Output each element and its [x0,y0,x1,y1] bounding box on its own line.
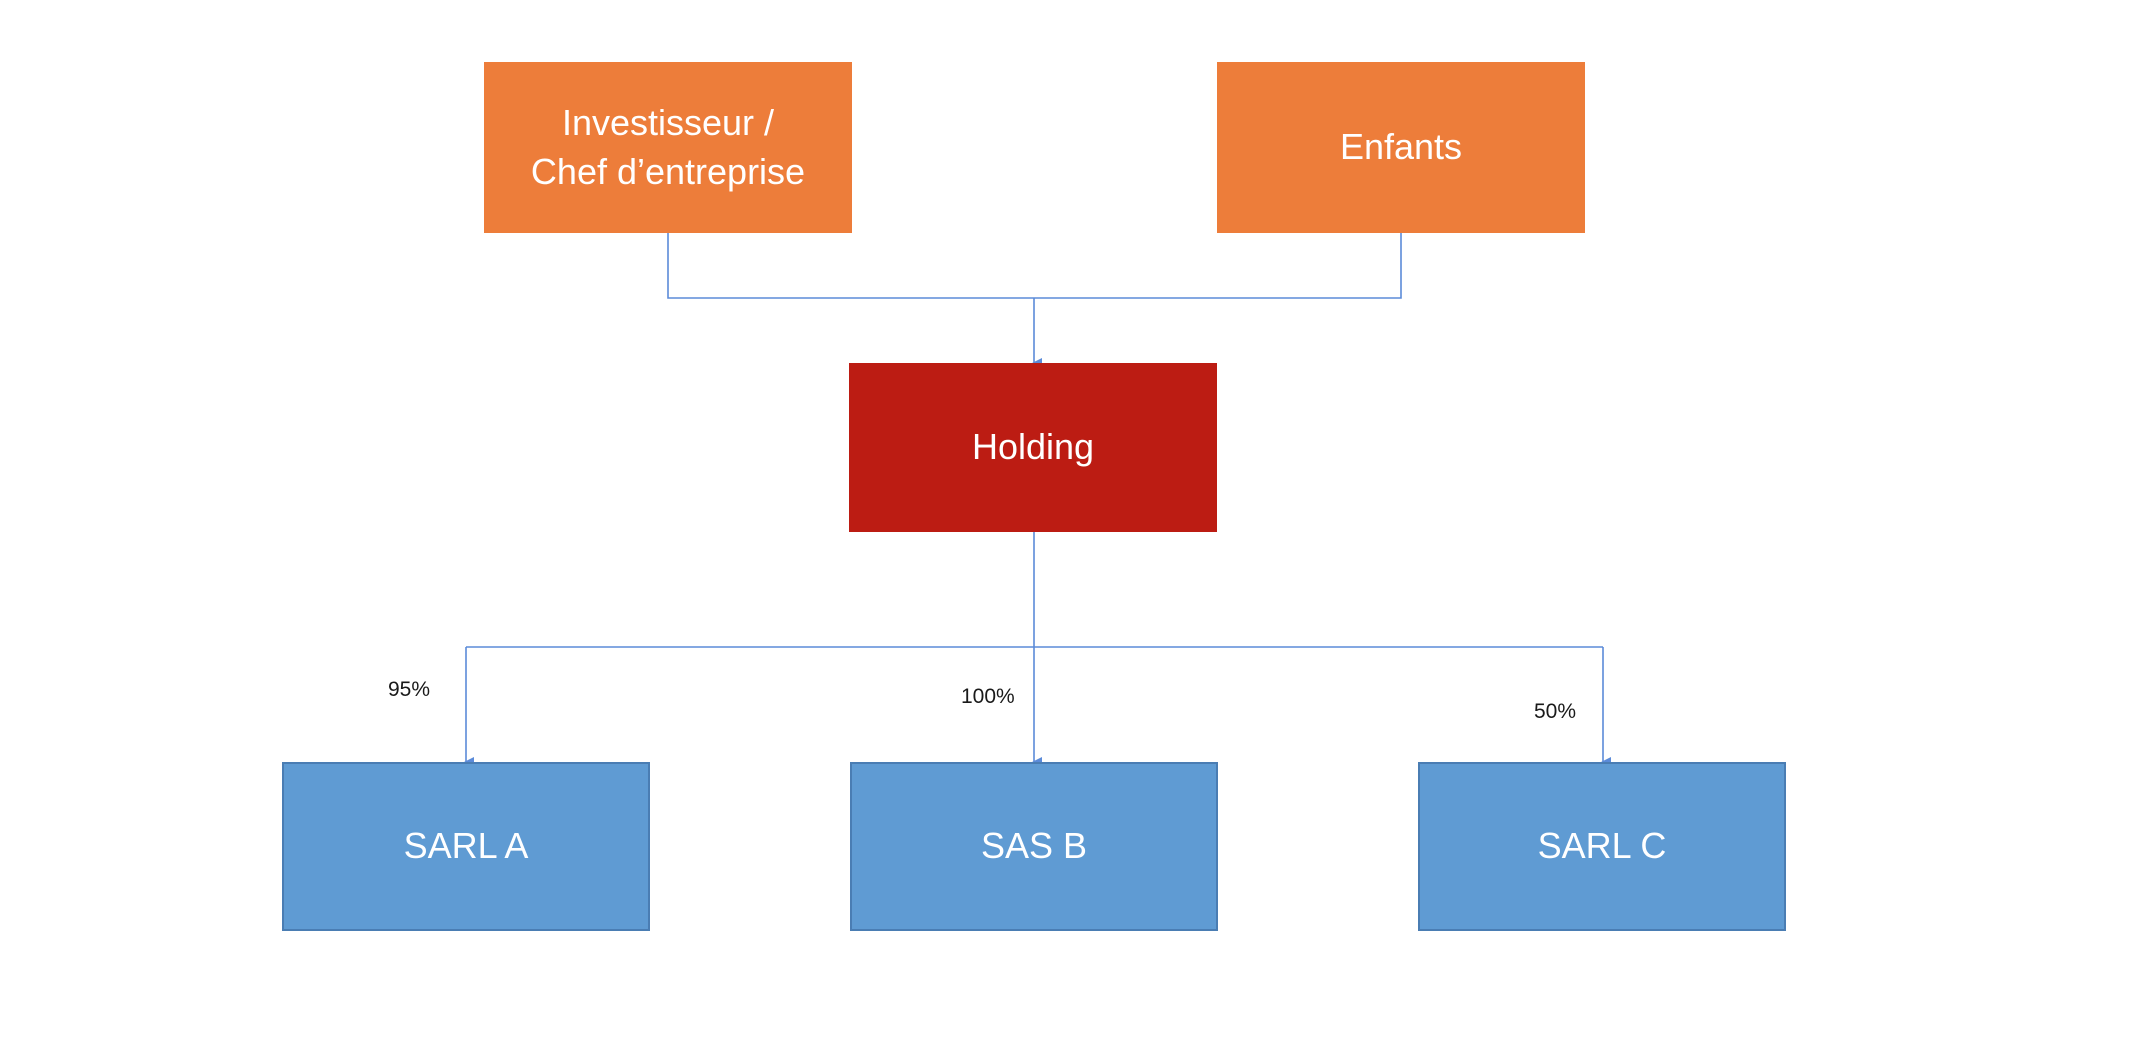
sarl-a-ownership-label: 95% [388,678,431,701]
investisseur-box: Investisseur / Chef d’entreprise [484,62,852,233]
investisseur-label-line2: Chef d’entreprise [530,150,806,192]
connector-enfants [1034,233,1402,299]
enfants-label: Enfants [1339,126,1463,168]
connector-investisseur [667,233,1034,299]
holding-box: Holding [849,363,1217,532]
sas-b-ownership-label: 100% [961,685,1015,708]
holding-label: Holding [971,426,1095,468]
sarl-c-box: SARL C [1418,762,1786,931]
sarl-a-box: SARL A [282,762,650,931]
sarl-c-label: SARL C [1537,825,1667,867]
investisseur-label-line1: Investisseur / [561,101,775,143]
sas-b-label: SAS B [980,825,1088,867]
sarl-a-label: SARL A [403,825,529,867]
sas-b-box: SAS B [850,762,1218,931]
enfants-box: Enfants [1217,62,1585,233]
sarl-c-ownership-label: 50% [1534,700,1577,723]
